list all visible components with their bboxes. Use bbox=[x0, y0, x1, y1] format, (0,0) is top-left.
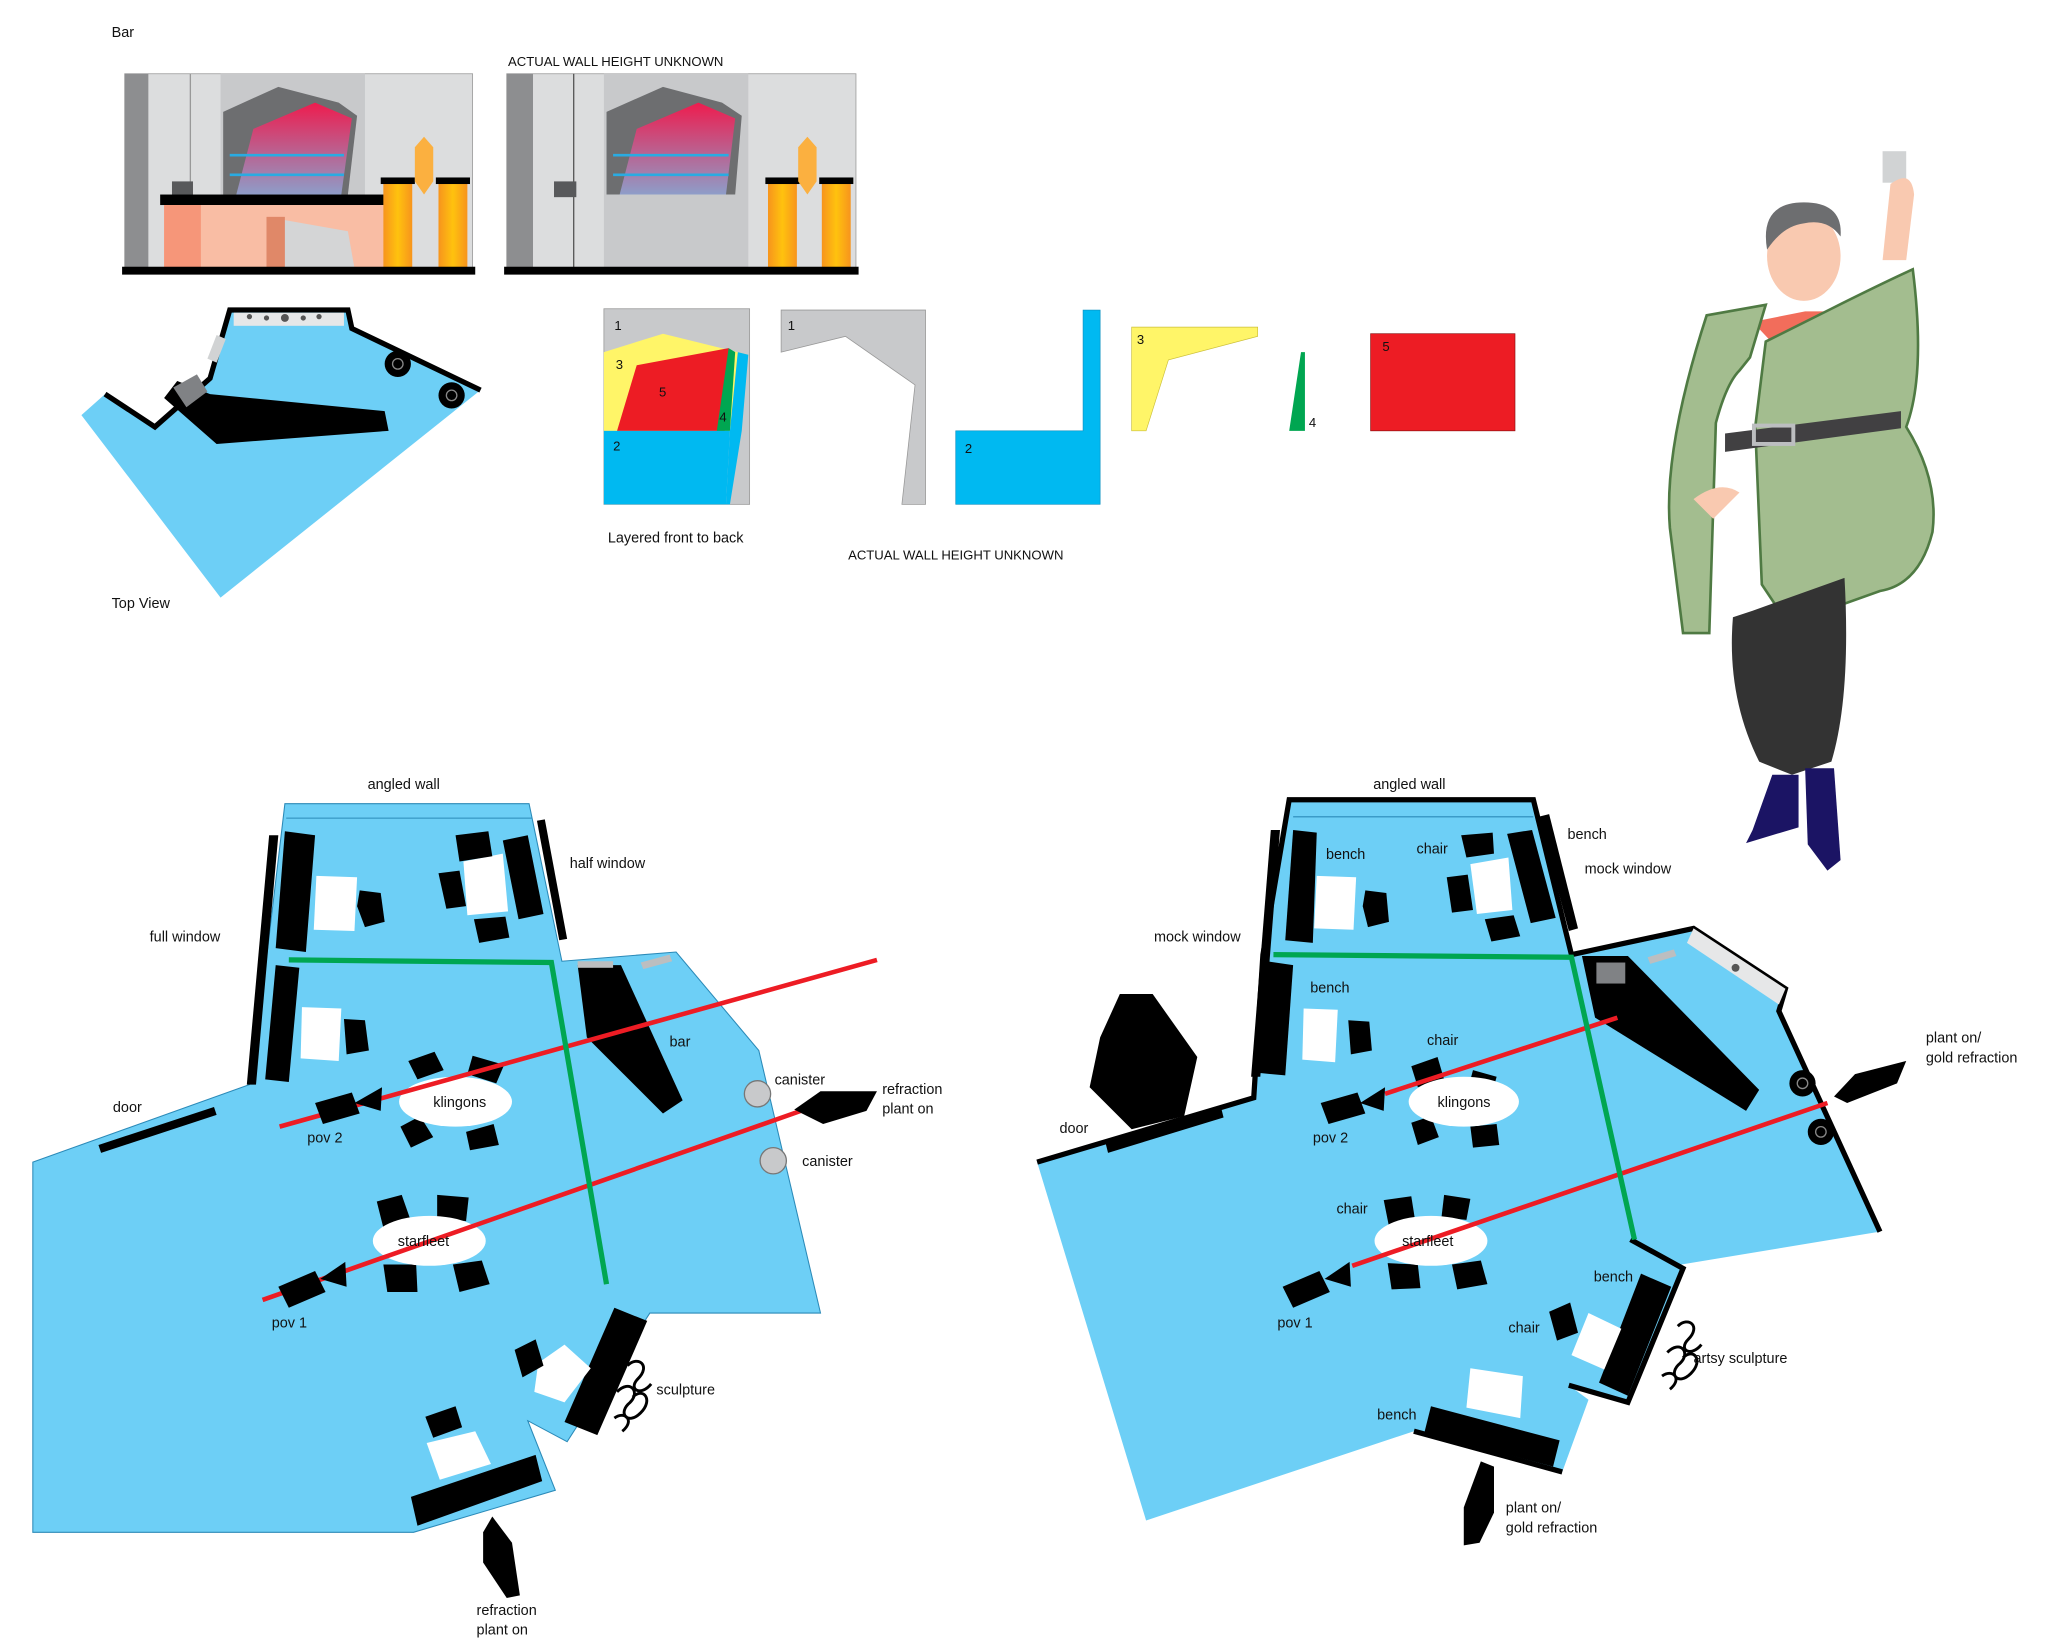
layer-number: 5 bbox=[1382, 339, 1389, 354]
layer-number: 4 bbox=[1309, 415, 1316, 430]
label-mock-window: mock window bbox=[1154, 930, 1241, 946]
label-refraction-plant: plant on bbox=[882, 1102, 933, 1118]
bar-counter bbox=[1581, 955, 1760, 1111]
room-divider bbox=[288, 957, 610, 1285]
label-plant-gold-refraction: gold refraction bbox=[1926, 1050, 2018, 1066]
label-door: door bbox=[1059, 1121, 1088, 1137]
label-starfleet: starfleet bbox=[398, 1234, 449, 1250]
label-bench: bench bbox=[1568, 827, 1607, 843]
label-angled-wall: angled wall bbox=[368, 777, 440, 793]
top-view-label: Top View bbox=[112, 596, 171, 612]
character-illustration bbox=[1667, 151, 1935, 871]
label-refraction-plant: refraction bbox=[477, 1603, 537, 1619]
layered-label: Layered front to back bbox=[608, 530, 744, 546]
label-chair: chair bbox=[1417, 842, 1448, 858]
label-pov2: pov 2 bbox=[1313, 1130, 1348, 1146]
label-plant-gold-refraction: plant on/ bbox=[1506, 1501, 1562, 1517]
layer-number: 2 bbox=[613, 439, 620, 454]
room-divider bbox=[1273, 952, 1638, 1241]
mock-window bbox=[1251, 829, 1280, 1077]
layer-number: 5 bbox=[659, 385, 666, 400]
wall-height-note: ACTUAL WALL HEIGHT UNKNOWN bbox=[508, 54, 723, 69]
label-sculpture: sculpture bbox=[656, 1382, 715, 1398]
label-mock-window: mock window bbox=[1585, 861, 1672, 877]
floor-plan-revised-labels: angled wall bench chair bench mock windo… bbox=[1059, 777, 2017, 1536]
bar-elevation-with-counter bbox=[122, 73, 476, 275]
full-window bbox=[246, 835, 279, 1085]
layer-number: 3 bbox=[1137, 332, 1144, 347]
camera-pov2-icon bbox=[315, 1087, 383, 1125]
label-refraction-plant: plant on bbox=[477, 1623, 528, 1639]
canister-icon bbox=[743, 1080, 772, 1108]
refraction-plant-icon bbox=[794, 1091, 877, 1125]
floor-plan-original bbox=[32, 803, 878, 1598]
bar-elevation-wall bbox=[504, 73, 859, 275]
door bbox=[98, 1106, 217, 1153]
label-pov1: pov 1 bbox=[1277, 1315, 1312, 1331]
label-canister: canister bbox=[802, 1154, 853, 1170]
label-chair: chair bbox=[1427, 1033, 1458, 1049]
layer-number: 2 bbox=[965, 441, 972, 456]
label-pov2: pov 2 bbox=[307, 1130, 342, 1146]
label-refraction-plant: refraction bbox=[882, 1082, 942, 1098]
label-artsy-sculpture: artsy sculpture bbox=[1694, 1351, 1788, 1367]
bar-top-view bbox=[81, 307, 482, 598]
bar-title: Bar bbox=[112, 25, 135, 41]
floor-plan-revised bbox=[1036, 797, 1907, 1546]
camera-pov2-icon bbox=[1320, 1087, 1386, 1125]
klingons-table bbox=[399, 1051, 512, 1151]
camera-pov1-icon bbox=[278, 1261, 347, 1308]
label-half-window: half window bbox=[570, 856, 646, 872]
door-plant-icon bbox=[1089, 994, 1198, 1130]
sculpture-icon bbox=[613, 1359, 653, 1433]
label-klingons: klingons bbox=[1438, 1095, 1491, 1111]
door bbox=[1105, 1106, 1224, 1153]
wall-height-note: ACTUAL WALL HEIGHT UNKNOWN bbox=[848, 547, 1063, 562]
layer-pieces: 1 2 3 4 5 bbox=[780, 309, 1516, 505]
label-starfleet: starfleet bbox=[1402, 1234, 1453, 1250]
half-window bbox=[536, 819, 568, 941]
label-bench: bench bbox=[1377, 1407, 1416, 1423]
sightline-pov1 bbox=[1351, 1100, 1829, 1268]
label-bench: bench bbox=[1310, 981, 1349, 997]
floor-plan-original-labels: angled wall half window full window door… bbox=[113, 777, 943, 1638]
klingons-table bbox=[1408, 1057, 1519, 1148]
label-bar: bar bbox=[670, 1035, 691, 1051]
label-chair: chair bbox=[1336, 1201, 1367, 1217]
canister-icon bbox=[759, 1146, 788, 1175]
mock-window bbox=[1538, 814, 1579, 932]
label-full-window: full window bbox=[150, 930, 221, 946]
layer-number: 1 bbox=[614, 318, 621, 333]
plant-gold-refraction-icon bbox=[1463, 1461, 1494, 1546]
label-chair: chair bbox=[1508, 1321, 1539, 1337]
sightline-pov2 bbox=[1384, 1015, 1619, 1096]
layer-number: 3 bbox=[616, 357, 623, 372]
layered-composite: 1 3 5 4 2 bbox=[603, 308, 751, 505]
layer-number: 1 bbox=[788, 318, 795, 333]
label-bench: bench bbox=[1326, 847, 1365, 863]
sightline-pov1 bbox=[261, 1108, 802, 1303]
label-plant-gold-refraction: plant on/ bbox=[1926, 1031, 1982, 1047]
artsy-sculpture-icon bbox=[1661, 1320, 1703, 1391]
label-door: door bbox=[113, 1100, 142, 1116]
refraction-plant-icon bbox=[483, 1516, 520, 1598]
label-bench: bench bbox=[1594, 1270, 1633, 1286]
camera-pov1-icon bbox=[1282, 1261, 1351, 1308]
label-canister: canister bbox=[775, 1073, 826, 1089]
label-pov1: pov 1 bbox=[272, 1315, 307, 1331]
layer-number: 4 bbox=[719, 410, 726, 425]
label-angled-wall: angled wall bbox=[1373, 777, 1445, 793]
label-plant-gold-refraction: gold refraction bbox=[1506, 1520, 1598, 1536]
plant-gold-refraction-icon bbox=[1834, 1060, 1907, 1104]
bar-counter bbox=[577, 965, 683, 1114]
label-klingons: klingons bbox=[433, 1095, 486, 1111]
